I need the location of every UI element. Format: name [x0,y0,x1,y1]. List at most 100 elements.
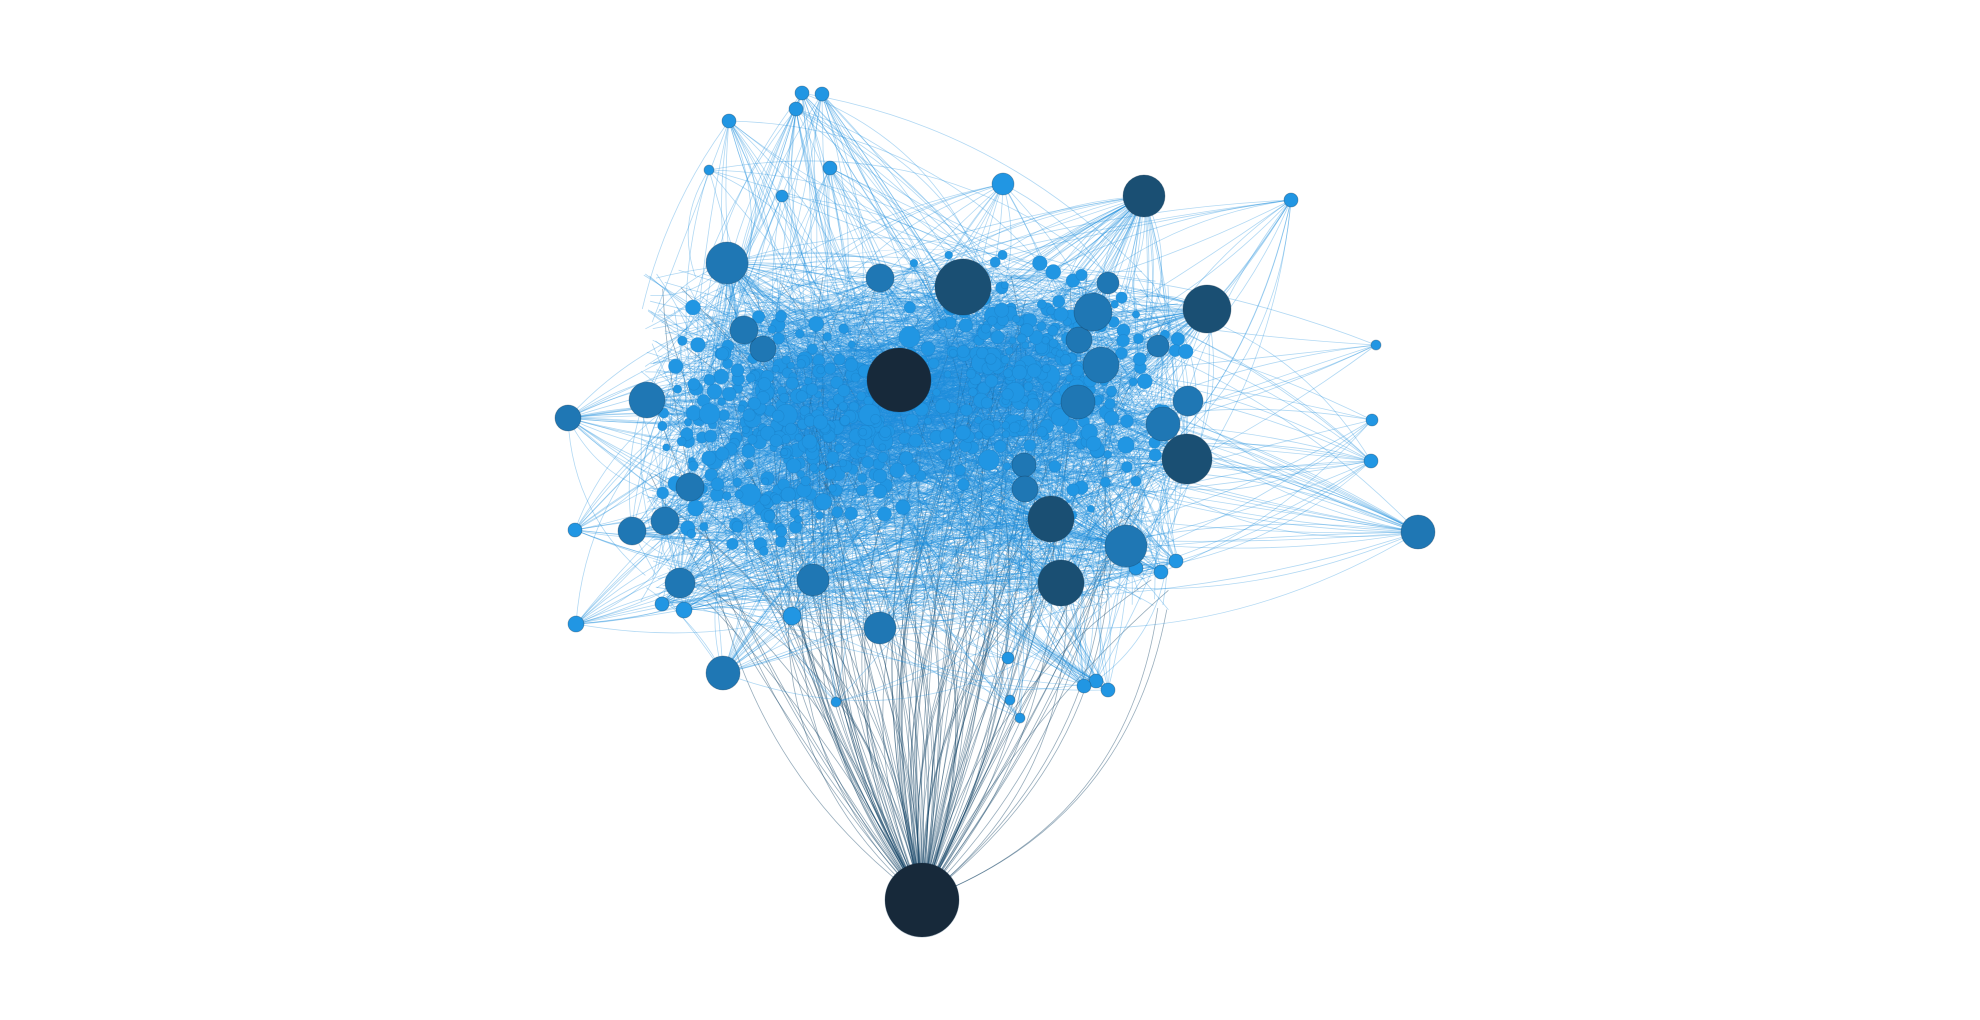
graph-node [1106,385,1117,397]
graph-node [981,423,996,438]
graph-node [771,364,780,373]
graph-edge [784,407,1073,497]
graph-node [704,429,718,443]
graph-edge [811,365,1110,448]
graph-edge [802,435,948,490]
graph-edge [1090,351,1154,390]
graph-node [687,499,704,517]
graph-node [838,401,848,412]
graph-edge [801,391,974,416]
graph-edge [902,409,1073,508]
graph-edge [790,380,1105,430]
graph-node [878,443,887,452]
graph-edge [910,597,930,901]
graph-node [837,384,851,397]
graph-node [1016,333,1027,344]
graph-edge [864,432,1097,457]
graph-node [717,397,726,407]
graph-edge [873,400,1075,422]
graph-edge [693,383,881,492]
graph-node [657,420,668,431]
graph-edge [764,316,996,501]
graph-edge [810,481,1106,495]
graph-node [1008,421,1021,434]
graph-edge [753,379,900,578]
graph-node [870,414,881,425]
graph-edge [921,317,1167,901]
graph-edge [1001,287,1021,366]
graph-node [856,484,868,496]
graph-node [722,491,732,501]
graph-edge [902,307,951,508]
graph-node [1075,268,1088,281]
graph-node [838,323,849,334]
graph-node [985,353,997,365]
graph-edge [656,369,1188,460]
graph-edge [864,442,923,901]
graph-node [822,332,832,342]
graph-node [960,403,973,417]
graph-edge [818,347,1060,361]
graph-node [721,113,737,129]
graph-node [937,318,947,329]
graph-edge [651,120,730,323]
graph-edge [759,411,1127,474]
graph-edge [1014,326,1102,428]
graph-node [1002,462,1011,471]
graph-node [761,477,770,486]
graph-node [818,463,827,472]
graph-edge [882,530,923,901]
graph-edge [681,575,923,901]
graph-node [831,506,844,518]
graph-node [980,323,991,334]
graph-node [1004,694,1016,706]
graph-node [796,470,806,479]
graph-edge [800,363,854,470]
graph-edge [921,541,958,901]
graph-edge [662,288,923,901]
graph-edge [882,379,1011,458]
graph-edge [812,326,937,350]
graph-edge [711,411,923,901]
graph-edge [980,400,1156,457]
graph-edge [920,459,1134,901]
graph-edge [818,458,1188,603]
graph-edge [645,273,1188,460]
graph-node [703,373,716,386]
graph-node [847,340,856,349]
graph-edge [732,363,802,545]
graph-node [686,529,697,539]
graph-node [1178,343,1194,359]
graph-node [731,520,744,533]
graph-edge [921,579,1152,901]
graph-edge [765,458,961,482]
graph-edge [852,324,988,470]
graph-node [796,359,806,369]
graph-edge [920,345,988,901]
graph-node [879,426,892,438]
graph-edge [749,461,868,496]
graph-edge [771,329,854,470]
graph-node [1041,364,1051,373]
graph-edge [737,388,863,433]
graph-node [715,347,729,361]
graph-edge [686,397,785,435]
graph-edge [737,420,1127,483]
graph-edge [769,545,923,901]
graph-edge [799,326,1078,372]
graph-edge [898,379,1122,530]
graph-edge [921,511,1114,901]
graph-edge [896,342,1054,471]
graph-node [809,463,818,473]
graph-node [934,398,951,414]
graph-edge [921,589,1169,901]
graph-edge [762,435,903,508]
graph-edge [767,462,844,479]
graph-node [759,546,769,556]
graph-node [844,506,858,521]
graph-edge [921,590,959,901]
graph-node [956,344,970,358]
graph-edge [754,346,982,401]
graph-node [877,451,889,463]
